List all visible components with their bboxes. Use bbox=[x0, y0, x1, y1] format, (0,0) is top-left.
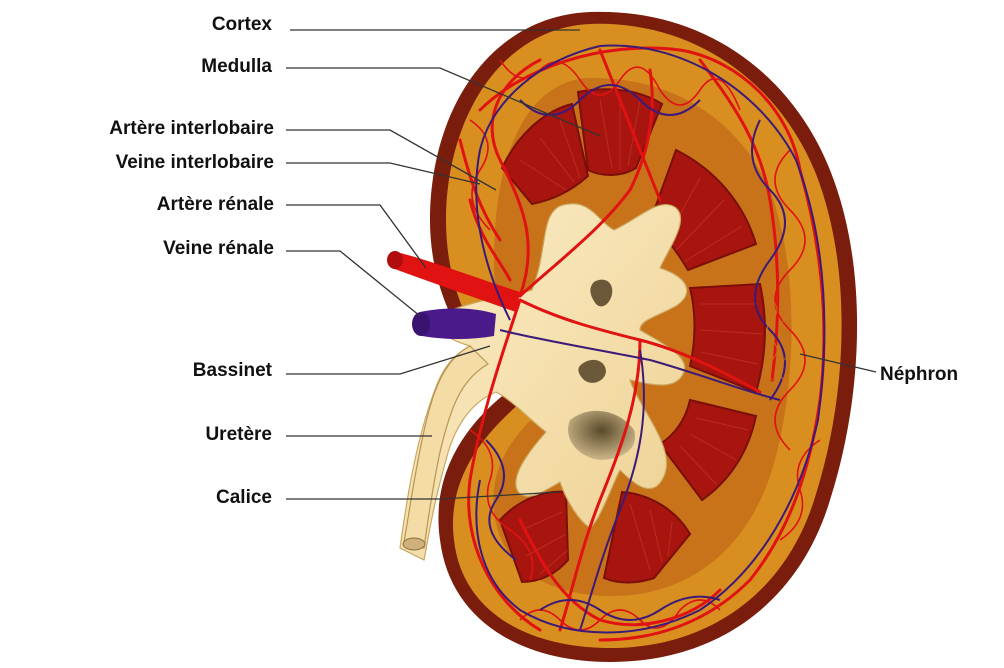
label-cortex: Cortex bbox=[212, 14, 273, 35]
label-nephron: Néphron bbox=[880, 364, 958, 385]
label-artere-renale: Artère rénale bbox=[157, 194, 274, 215]
ureter-opening bbox=[403, 538, 425, 550]
renal-artery-end bbox=[387, 251, 403, 269]
renal-vein bbox=[420, 308, 496, 339]
label-bassinet: Bassinet bbox=[193, 360, 273, 381]
label-artere-interlobaire: Artère interlobaire bbox=[109, 118, 274, 139]
label-veine-renale: Veine rénale bbox=[163, 238, 274, 259]
label-veine-interlobaire: Veine interlobaire bbox=[116, 152, 274, 173]
renal-vein-end bbox=[412, 312, 430, 336]
label-calice: Calice bbox=[216, 487, 272, 508]
label-medulla: Medulla bbox=[201, 56, 272, 77]
label-uretere: Uretère bbox=[205, 424, 272, 445]
